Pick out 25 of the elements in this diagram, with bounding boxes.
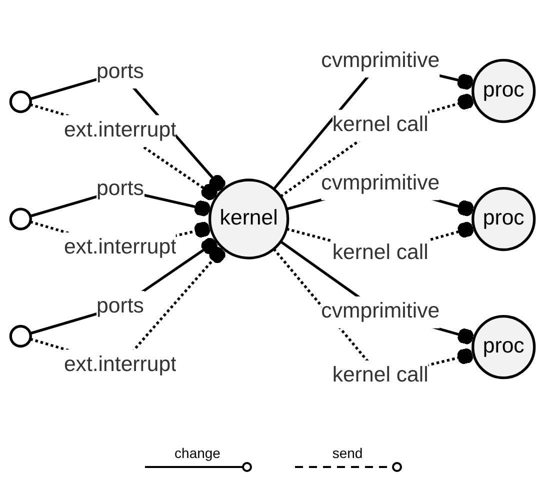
edge-label: cvmprimitive bbox=[321, 300, 440, 324]
legend-label: send bbox=[332, 445, 363, 461]
connector bbox=[30, 104, 218, 201]
edge-label: ports bbox=[96, 60, 144, 84]
node-circle: proc bbox=[472, 59, 536, 124]
edge-label: ports bbox=[96, 295, 144, 318]
node-circle bbox=[9, 90, 32, 114]
edge-label: kernel call bbox=[332, 242, 428, 265]
legend-label: change bbox=[174, 445, 220, 461]
edge-label: cvmprimitive bbox=[321, 50, 440, 73]
node-circle: proc bbox=[472, 187, 536, 252]
connector bbox=[280, 241, 474, 345]
connector bbox=[30, 238, 218, 336]
node-circle bbox=[9, 208, 32, 231]
edge-label: ext.interrupt bbox=[64, 354, 177, 377]
node-circle: kernel bbox=[208, 179, 290, 260]
edge-label: kernel call bbox=[332, 364, 428, 388]
edge-label: cvmprimitive bbox=[321, 172, 440, 196]
edge-label: ext.interrupt bbox=[64, 120, 177, 142]
edge-label: ext.interrupt bbox=[64, 236, 177, 260]
node-circle: proc bbox=[472, 316, 536, 380]
edge-label: ports bbox=[96, 178, 144, 201]
edge-label: kernel call bbox=[332, 114, 428, 137]
node-circle bbox=[9, 325, 32, 348]
connector bbox=[280, 94, 474, 198]
